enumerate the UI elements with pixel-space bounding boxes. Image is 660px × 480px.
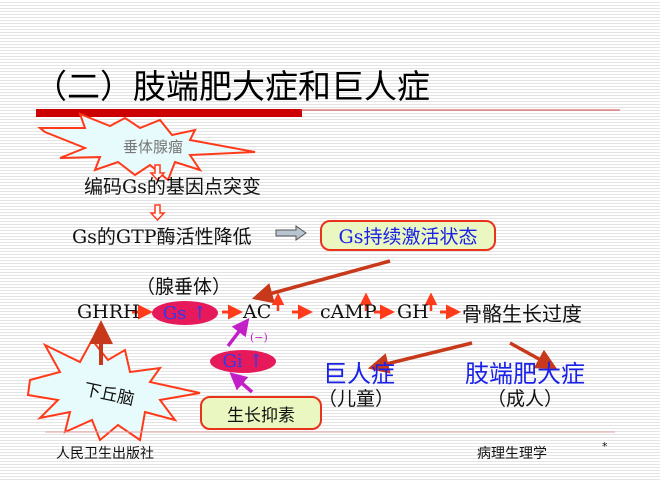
arrow-state-to-ac	[251, 259, 391, 304]
arrow-somatostatin-to-gi	[229, 372, 254, 394]
footer-subject: 病理生理学	[477, 446, 547, 462]
gi-label: Gi	[222, 351, 243, 372]
up-arrow-icon: ↑	[248, 351, 264, 372]
somatostatin-box: 生长抑素	[200, 396, 322, 430]
gs-label: Gs	[162, 302, 187, 324]
arrow-gi-to-ac	[226, 318, 250, 348]
increase-arrows	[271, 292, 438, 311]
camp-label: cAMP	[320, 301, 377, 323]
bone-overgrowth-label: 骨骼生长过度	[462, 302, 582, 326]
hollow-arrow-1	[149, 164, 166, 182]
ac-label: AC	[243, 301, 272, 323]
acromegaly-label: 肢端肥大症	[465, 360, 585, 388]
footer-publisher: 人民卫生出版社	[56, 446, 154, 462]
footer-mark: *	[602, 440, 608, 453]
pituitary-label: （腺垂体）	[136, 276, 232, 298]
inhibition-sign: (−)	[250, 331, 268, 344]
ghrh-label: GHRH	[77, 301, 140, 323]
starburst-pituitary-tumor	[37, 112, 256, 182]
arrow-bone-to-acromegaly	[509, 341, 558, 370]
gigantism-label: 巨人症	[323, 360, 395, 388]
pituitary-tumor-label: 垂体腺瘤	[123, 138, 184, 156]
gh-label: GH	[397, 301, 429, 323]
gtpase-text: Gs的GTP酶活性降低	[72, 226, 252, 248]
title-underline-bar	[36, 109, 302, 117]
up-arrow-icon: ↑	[192, 302, 208, 324]
gs-ellipse: Gs ↑	[152, 301, 218, 325]
hollow-arrow-2	[149, 204, 166, 222]
children-label: （儿童）	[318, 388, 395, 410]
gs-activated-box: Gs持续激活状态	[320, 220, 496, 251]
gray-arrow	[275, 225, 307, 241]
arrow-bone-to-gigantism	[367, 341, 473, 374]
slide-title: （二）肢端肥大症和巨人症	[34, 67, 430, 106]
gene-mutation-text: 编码Gs的基因点突变	[84, 176, 261, 198]
adults-label: （成人）	[487, 388, 564, 410]
gi-ellipse: Gi ↑	[210, 350, 276, 373]
